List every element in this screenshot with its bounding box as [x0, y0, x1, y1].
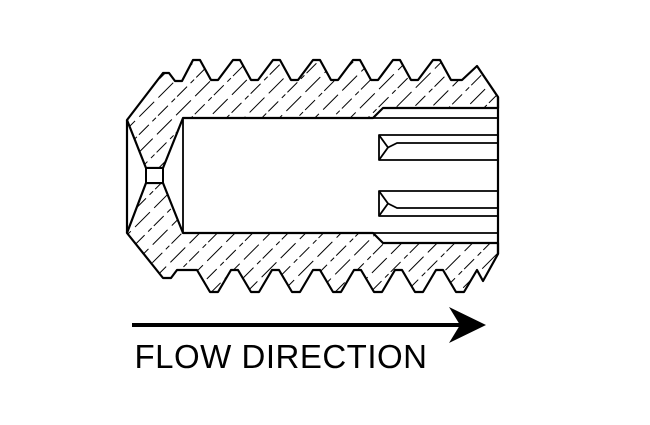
flow-direction-arrow: [132, 307, 486, 343]
hex-socket-upper-slot: [378, 134, 498, 161]
orifice-square: [145, 167, 164, 184]
flow-arrow-head: [449, 307, 486, 343]
hex-socket-lower-slot: [378, 190, 498, 217]
flow-direction-label: FLOW DIRECTION: [135, 338, 428, 375]
